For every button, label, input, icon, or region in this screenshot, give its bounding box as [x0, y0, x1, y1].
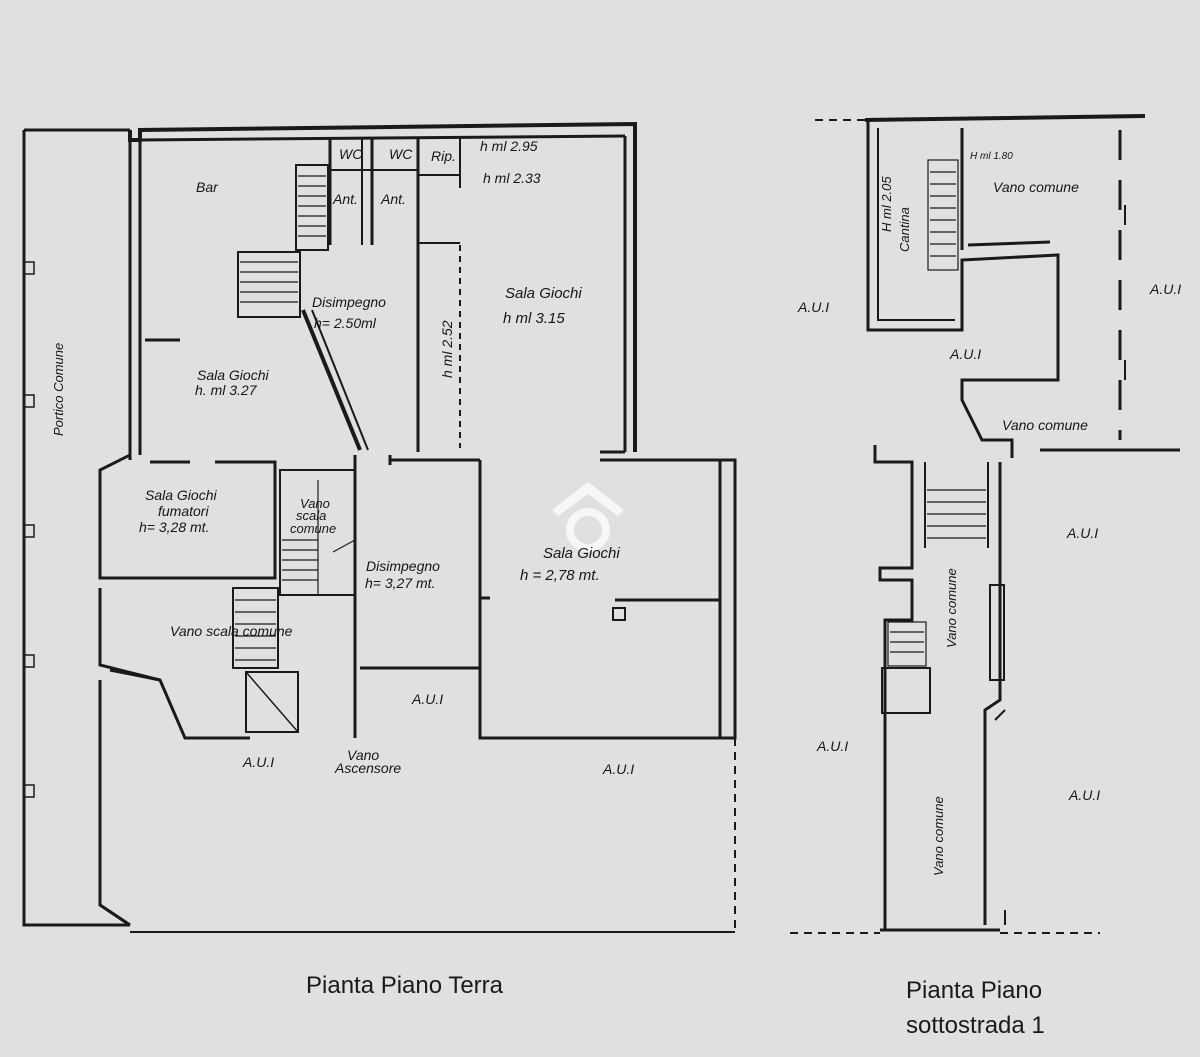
title-line-2: sottostrada 1: [906, 1011, 1045, 1039]
basement-stair-treads: [887, 159, 986, 667]
label-vano-scala-comune: Vano scala comune: [170, 623, 293, 639]
label-vano-comune-vertical-2: Vano comune: [931, 796, 946, 876]
house-logo-icon: [552, 482, 624, 552]
label-ripostiglio: Rip.: [431, 148, 456, 164]
label-aui-left: A.U.I: [243, 754, 275, 770]
label-aui-bottom: A.U.I: [603, 761, 635, 777]
label-disimpegno-2-height: h= 3,27 mt.: [365, 575, 436, 591]
label-vano-scala-small-1: Vano: [300, 496, 330, 511]
label-sala-giochi-2-height: h. ml 3.27: [195, 382, 257, 398]
label-ant-2: Ant.: [381, 191, 406, 207]
label-basement-height-180: H ml 1.80: [970, 151, 1013, 162]
label-portico-comune: Portico Comune: [51, 342, 66, 436]
label-vano-scala-small-2: scala: [296, 508, 327, 523]
label-sala-giochi-1: Sala Giochi: [505, 285, 582, 302]
label-disimpegno-1-height: h= 2.50ml: [314, 315, 376, 331]
label-basement-aui-6: A.U.I: [1069, 787, 1101, 803]
label-fumatori-height: h= 3,28 mt.: [139, 519, 210, 535]
label-vano-comune-vertical-1: Vano comune: [944, 568, 959, 648]
label-wc-2: WC: [389, 146, 413, 162]
label-vano-scala-small-3: comune: [290, 521, 337, 536]
label-aui-center: A.U.I: [412, 691, 444, 707]
label-sala-giochi-2: Sala Giochi: [197, 367, 269, 383]
label-disimpegno-2: Disimpegno: [366, 558, 440, 574]
label-disimpegno-1: Disimpegno: [312, 294, 386, 310]
label-vano-ascensore-2: Ascensore: [335, 760, 402, 776]
label-vano-ascensore-1: Vano: [347, 747, 380, 763]
label-sala-giochi-3: Sala Giochi: [543, 545, 620, 562]
title-pianta-piano-terra: Pianta Piano Terra: [306, 972, 504, 999]
title-line-1: Pianta Piano: [906, 977, 1043, 1004]
ground-floor-walls: [22, 121, 737, 933]
title-pianta-piano-sottostrada: Pianta Piano sottostrada 1: [906, 974, 1045, 1044]
label-ant-1: Ant.: [333, 191, 358, 207]
label-sala-giochi-1-height: h ml 3.15: [503, 310, 565, 327]
label-basement-aui-2: A.U.I: [1150, 281, 1182, 297]
label-basement-aui-1: A.U.I: [798, 299, 830, 315]
label-wc-1: WC: [339, 146, 363, 162]
ground-floor-stair-treads: [235, 175, 356, 661]
label-basement-height-205: H ml 2.05: [879, 176, 894, 232]
label-cantina: Cantina: [897, 207, 912, 252]
label-basement-aui-5: A.U.I: [817, 738, 849, 754]
label-height-252: h ml 2.52: [439, 320, 455, 378]
label-basement-aui-4: A.U.I: [1067, 525, 1099, 541]
label-sala-giochi-fumatori: Sala Giochi: [145, 487, 217, 503]
label-basement-aui-3: A.U.I: [950, 346, 982, 362]
label-bar: Bar: [196, 179, 218, 195]
label-fumatori: fumatori: [158, 503, 209, 519]
label-sala-giochi-3-height: h = 2,78 mt.: [520, 567, 600, 584]
basement-walls: [790, 114, 1180, 934]
label-vano-comune-mid: Vano comune: [1002, 417, 1088, 433]
label-height-233: h ml 2.33: [483, 170, 541, 186]
label-vano-comune-top: Vano comune: [993, 179, 1079, 195]
label-height-295: h ml 2.95: [480, 138, 538, 154]
